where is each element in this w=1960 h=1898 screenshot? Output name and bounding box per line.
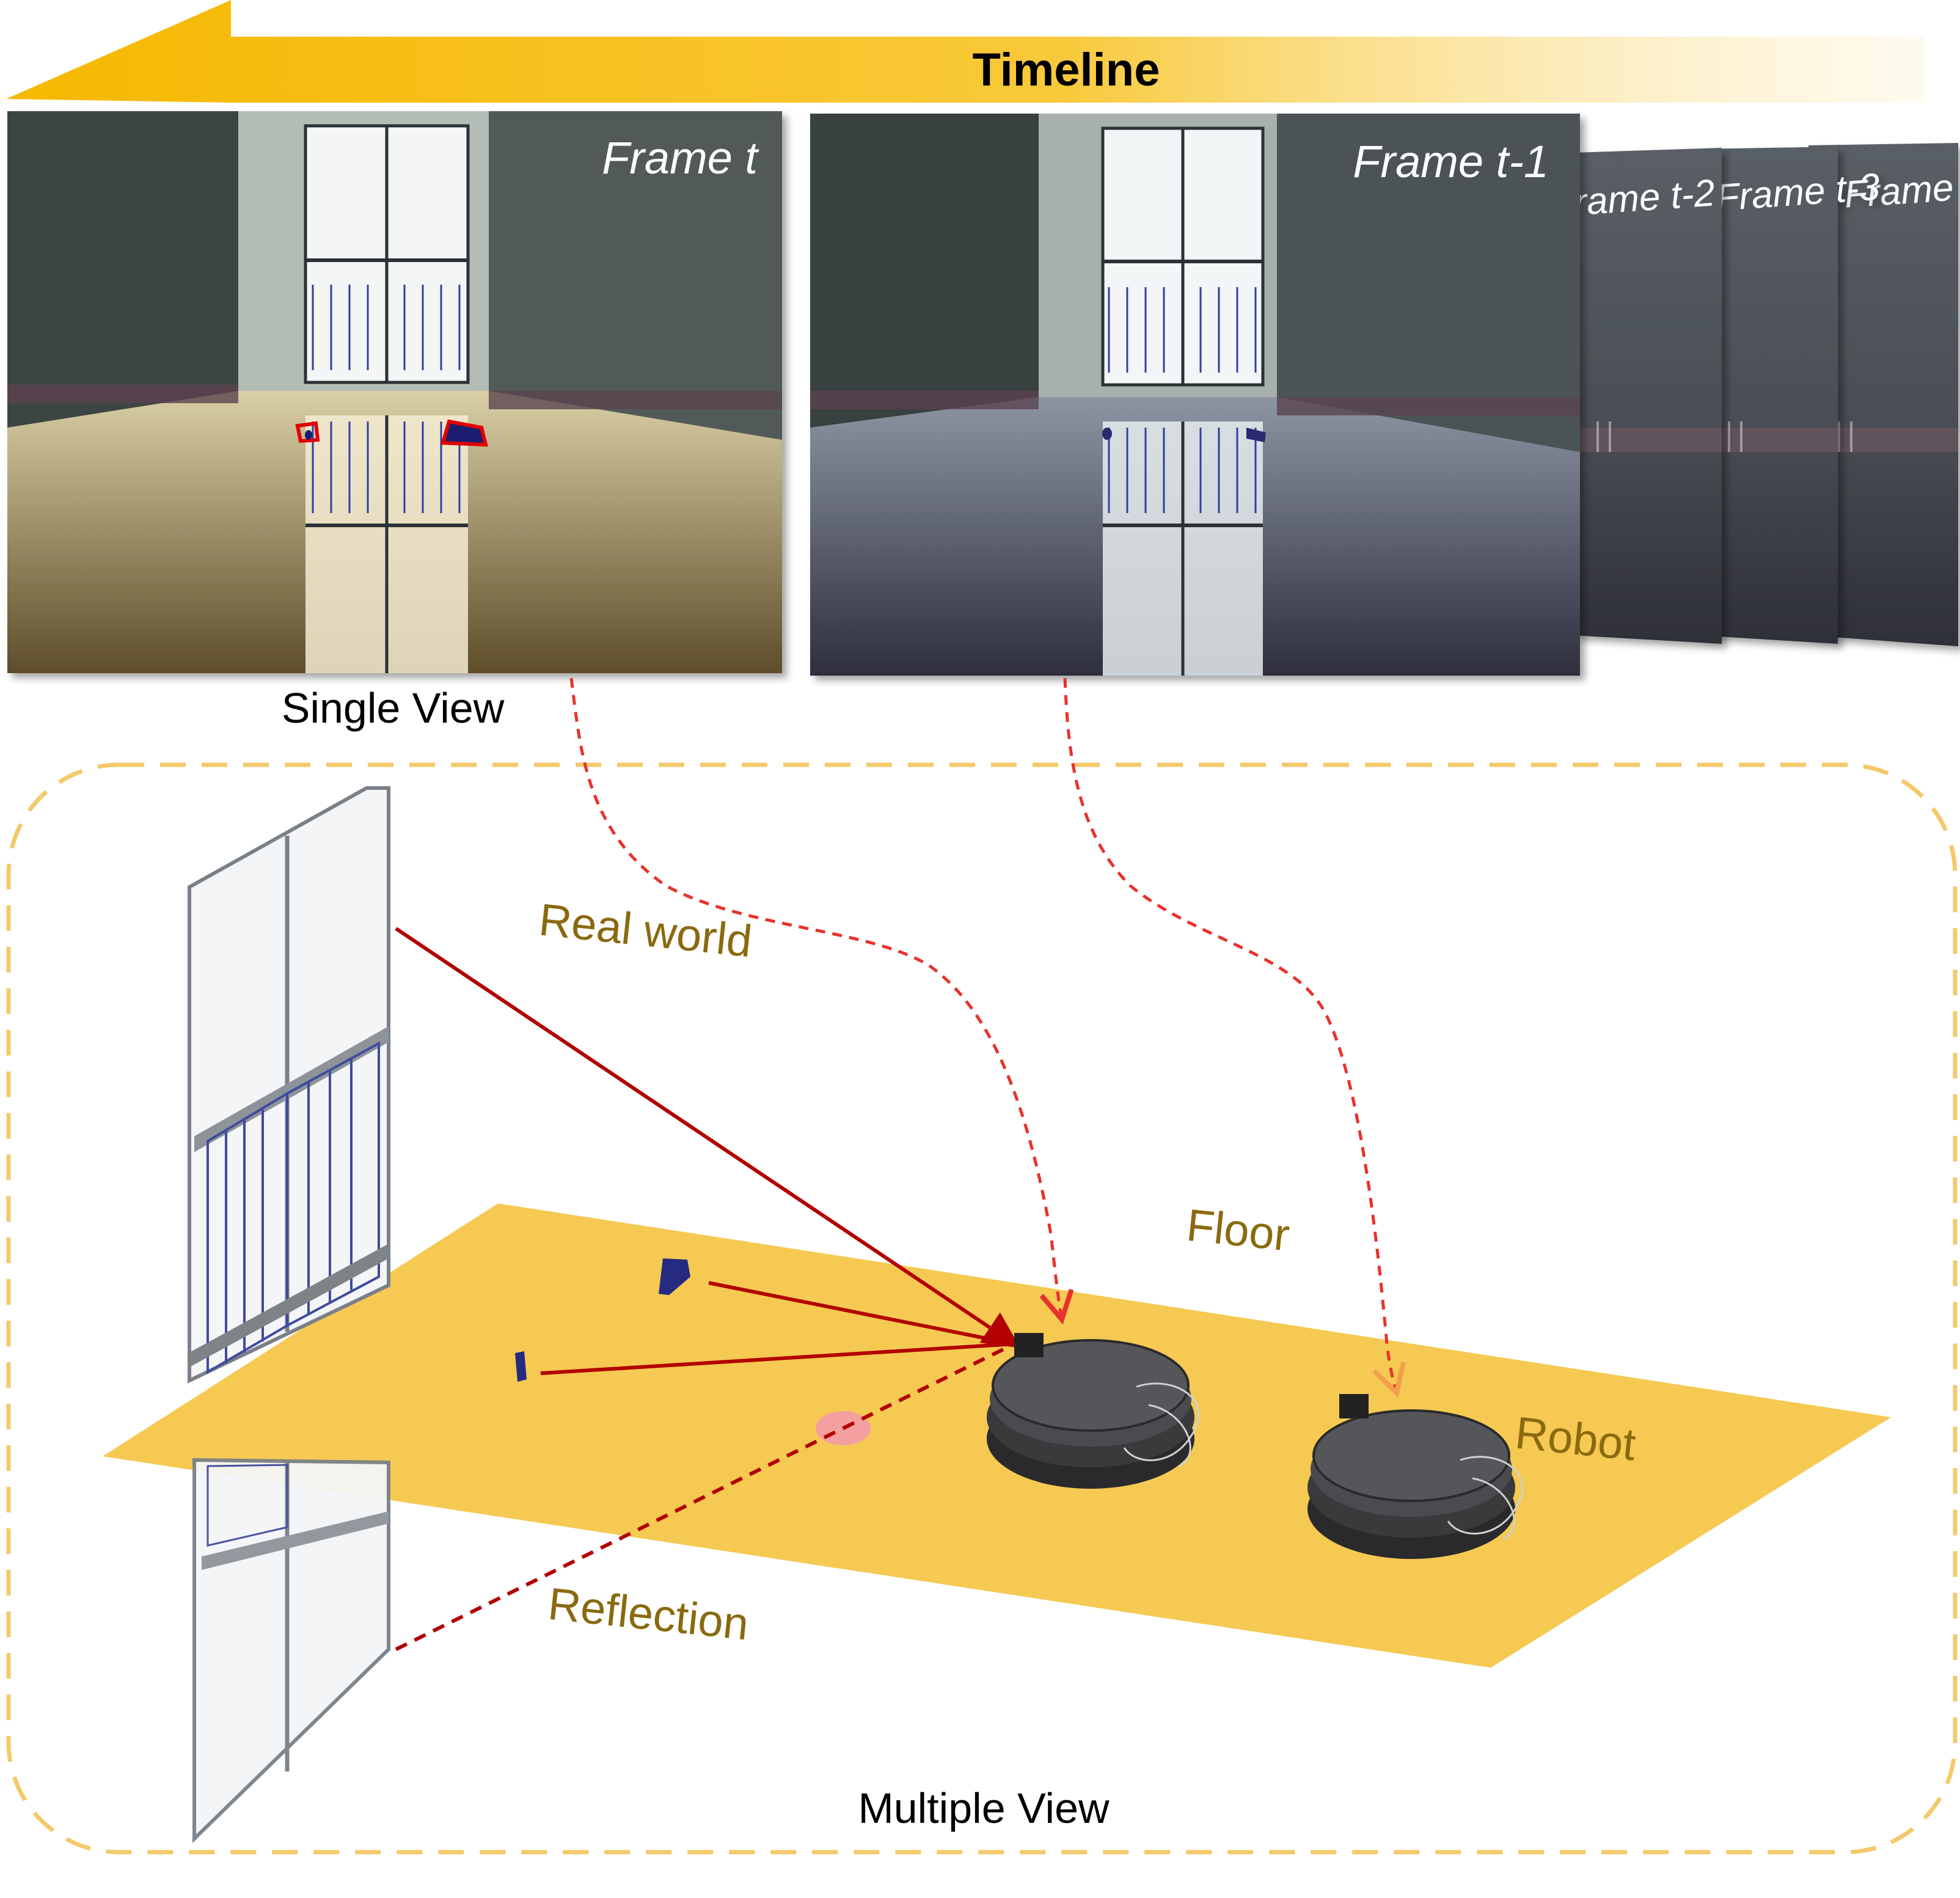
link-frame-t-1 — [1063, 677, 1406, 1398]
ray-cup — [708, 1281, 1015, 1346]
window-reflection — [192, 1458, 390, 1844]
frame-t-label: Frame t — [602, 133, 759, 183]
timeline-label: Timeline — [973, 44, 1160, 96]
floor-label: Floor — [1184, 1199, 1292, 1260]
object-bottle — [515, 1351, 527, 1382]
frame-t-3: Frame t-3 — [1699, 147, 1881, 644]
rays — [395, 927, 1020, 1651]
frame-t-1-label: Frame t-1 — [1353, 136, 1549, 187]
multiple-view-label: Multiple View — [858, 1784, 1110, 1832]
ray-reflection — [842, 1342, 1015, 1430]
ray-bottle — [540, 1342, 1015, 1375]
ray-window — [395, 927, 1020, 1348]
ray-mirror — [395, 1426, 844, 1651]
reflection-label: Reflection — [546, 1578, 751, 1649]
multiple-view-region — [6, 762, 1958, 1855]
single-view-label: Single View — [282, 684, 505, 732]
real-world-label: Real world — [536, 894, 754, 966]
frame-t: Frame t — [7, 111, 782, 673]
robot-current — [987, 1333, 1200, 1489]
timeline-arrow: Timeline — [6, 0, 1925, 103]
robot-label: Robot — [1513, 1407, 1638, 1470]
link-frame-t — [569, 677, 1074, 1325]
detection-boxes — [295, 419, 488, 447]
frame-t-minus-1: Frame t-1 — [810, 114, 1580, 676]
robot-previous — [1307, 1394, 1524, 1559]
object-cup — [659, 1258, 690, 1295]
window-real — [188, 786, 390, 1384]
